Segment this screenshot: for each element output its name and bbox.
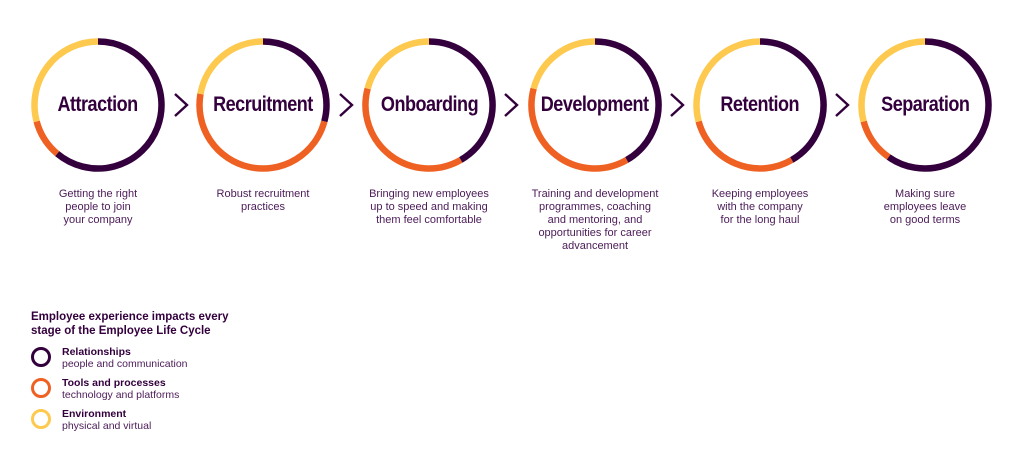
legend-item-environment: Environment physical and virtual [31, 408, 291, 439]
ring-segment-tools [196, 93, 328, 172]
legend-label: Relationships [62, 346, 131, 358]
ring-icon-environment [31, 409, 51, 429]
legend-label: Tools and processes [62, 377, 166, 389]
ring-chart-retention [693, 38, 827, 172]
chevron-right-icon [339, 93, 354, 117]
legend-item-tools: Tools and processes technology and platf… [31, 377, 291, 408]
stage-description-onboarding: Bringing new employees up to speed and m… [369, 188, 489, 226]
stage-recruitment: Recruitment [196, 38, 330, 172]
stage-description-retention: Keeping employees with the company for t… [711, 188, 809, 226]
legend-sublabel: people and communication [62, 358, 188, 370]
ring-segment-relationships [428, 38, 496, 163]
ring-chart-separation [858, 38, 992, 172]
ring-segment-tools [860, 120, 891, 160]
stage-title: Recruitment [213, 93, 313, 116]
legend-heading: Employee experience impacts every stage … [31, 311, 229, 337]
ring-segment-relationships [759, 38, 827, 163]
legend: Employee experience impacts every stage … [31, 310, 291, 439]
ring-chart-recruitment [196, 38, 330, 172]
stage-description-separation: Making sure employees leave on good term… [883, 188, 967, 226]
ring-segment-environment [858, 38, 926, 123]
ring-segment-relationships [594, 38, 662, 163]
ring-segment-relationships [55, 38, 165, 172]
stage-separation: Separation [858, 38, 992, 172]
ring-segment-environment [197, 38, 264, 95]
stage-attraction: Attraction [31, 38, 165, 172]
ring-segment-tools [33, 120, 60, 157]
ring-segment-environment [364, 38, 430, 90]
ring-segment-environment [31, 38, 99, 123]
stage-retention: Retention [693, 38, 827, 172]
chevron-right-icon [174, 93, 189, 117]
stage-title: Development [541, 93, 649, 116]
legend-sublabel: technology and platforms [62, 389, 180, 401]
ring-icon-tools [31, 378, 51, 398]
stage-title: Onboarding [380, 93, 478, 116]
legend-label: Environment [62, 408, 127, 420]
ring-chart-development [528, 38, 662, 172]
stage-title: Separation [880, 93, 970, 116]
ring-segment-environment [693, 38, 761, 123]
ring-segment-environment [530, 38, 596, 90]
ring-segment-tools [362, 87, 463, 172]
ring-segment-tools [695, 120, 794, 172]
ring-icon-relationships [31, 347, 51, 367]
stage-title: Retention [720, 93, 800, 116]
chevron-right-icon [835, 93, 850, 117]
ring-segment-relationships [886, 38, 992, 172]
ring-segment-relationships [262, 38, 330, 123]
stage-description-attraction: Getting the right people to join your co… [58, 188, 138, 226]
ring-chart-onboarding [362, 38, 496, 172]
legend-sublabel: physical and virtual [62, 420, 152, 432]
ring-segment-tools [528, 87, 629, 172]
stage-description-recruitment: Robust recruitment practices [216, 188, 310, 213]
stage-onboarding: Onboarding [362, 38, 496, 172]
stage-description-development: Training and development programmes, coa… [531, 188, 659, 252]
stage-development: Development [528, 38, 662, 172]
chevron-right-icon [670, 93, 685, 117]
legend-item-relationships: Relationships people and communication [31, 346, 291, 377]
ring-chart-attraction [31, 38, 165, 172]
stage-title: Attraction [57, 93, 139, 116]
chevron-right-icon [504, 93, 519, 117]
